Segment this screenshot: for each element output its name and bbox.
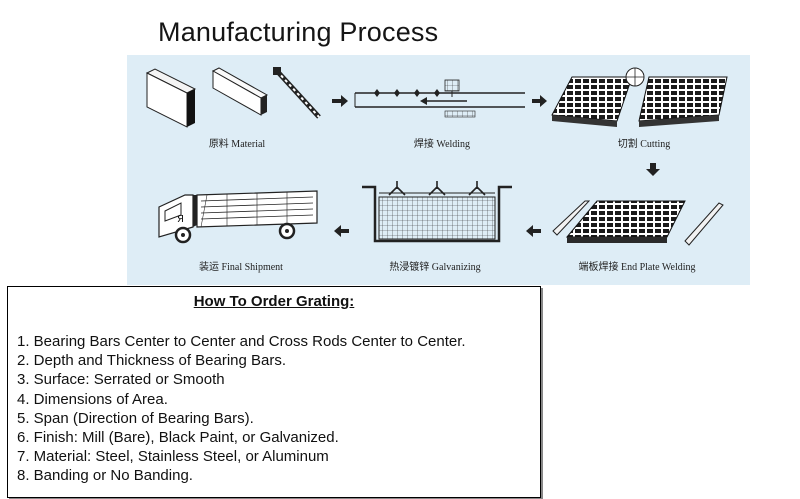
- material-beam: [211, 67, 269, 116]
- step-label-final-shipment: 装运 Final Shipment: [199, 262, 283, 273]
- truck-icon: Я: [158, 190, 318, 244]
- process-illustration: Я: [145, 67, 728, 246]
- order-title: How To Order Grating:: [193, 293, 355, 310]
- step-label-end-plate-welding: 端板焊接 End Plate Welding: [578, 262, 696, 273]
- arrow-right-icon: [532, 95, 547, 107]
- welding-illustration: [354, 79, 525, 118]
- order-item: 2. Depth and Thickness of Bearing Bars.: [17, 352, 287, 370]
- arrow-down-icon: [646, 163, 660, 176]
- cutting-illustration: [551, 67, 728, 127]
- order-instructions-box: How To Order Grating: 1. Bearing Bars Ce…: [7, 286, 541, 498]
- order-list: 1. Bearing Bars Center to Center and Cro…: [17, 332, 466, 486]
- step-label-galvanizing: 热浸镀锌 Galvanizing: [389, 262, 481, 273]
- step-label-welding: 焊接 Welding: [413, 139, 471, 150]
- order-item: 5. Span (Direction of Bearing Bars).: [17, 409, 254, 427]
- step-label-material: 原料 Material: [208, 139, 266, 150]
- arrow-right-icon: [332, 95, 348, 107]
- order-item: 4. Dimensions of Area.: [17, 390, 168, 408]
- saw-blade-icon: [625, 67, 645, 87]
- order-item: 7. Material: Steel, Stainless Steel, or …: [17, 448, 329, 466]
- arrow-left-icon: [526, 225, 541, 237]
- order-item: 1. Bearing Bars Center to Center and Cro…: [17, 333, 466, 350]
- order-item: 8. Banding or No Banding.: [17, 467, 193, 485]
- svg-text:Я: Я: [177, 214, 184, 225]
- material-plate: [145, 68, 197, 128]
- page-title: Manufacturing Process: [158, 17, 439, 47]
- order-item: 6. Finish: Mill (Bare), Black Paint, or …: [17, 429, 339, 447]
- order-item: 3. Surface: Serrated or Smooth: [17, 371, 225, 389]
- step-label-cutting: 切割 Cutting: [617, 139, 671, 150]
- arrow-left-icon: [334, 225, 349, 237]
- galvanizing-tank-icon: [362, 181, 512, 243]
- end-plate-welding-illustration: [552, 200, 724, 246]
- process-diagram: Я 原料 Material 焊接 Welding 切割 Cutting 端板焊接…: [127, 55, 750, 285]
- material-twisted-rod: [273, 67, 321, 119]
